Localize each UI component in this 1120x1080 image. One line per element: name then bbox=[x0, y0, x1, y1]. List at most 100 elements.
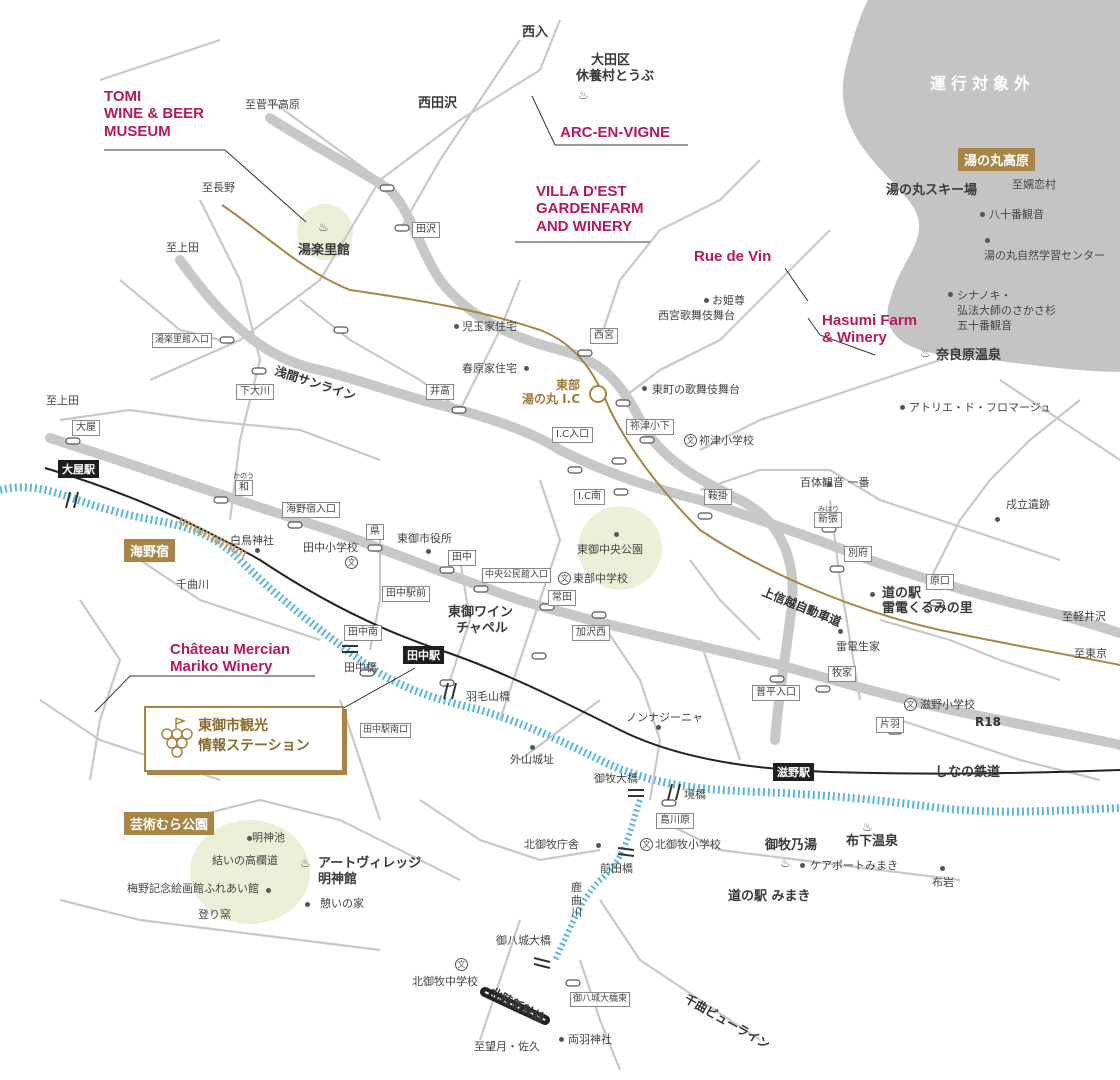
bus-stop-shinbari[interactable]: 新張 bbox=[814, 512, 842, 528]
place-nunoiwa[interactable]: 布岩 bbox=[932, 876, 954, 889]
winery-arc-en-vigne[interactable]: ARC-EN-VIGNE bbox=[560, 124, 671, 141]
place-to-karuizawa: 至軽井沢 bbox=[1062, 610, 1106, 623]
place-nishimiya-kabuki[interactable]: 西宮歌舞伎舞台 bbox=[658, 309, 735, 322]
bus-stop-mimaki-ohashi-higashi[interactable]: 御八城大橋東 bbox=[570, 992, 631, 1007]
bus-stop-yurakuri-iriguchi[interactable]: 湯楽里館入口 bbox=[152, 333, 213, 348]
place-to-sugadaira: 至菅平高原 bbox=[245, 98, 300, 111]
place-art-village-2[interactable]: 明神館 bbox=[318, 872, 358, 887]
kanou-furigana: かのう bbox=[233, 472, 254, 480]
bus-stop-kurakake[interactable]: 鞍掛 bbox=[704, 489, 732, 505]
bus-stop-ken[interactable]: 県 bbox=[366, 524, 384, 540]
place-shinanoki[interactable]: シナノキ・ bbox=[957, 289, 1012, 302]
unnojuku-tag: 海野宿 bbox=[124, 539, 176, 562]
place-umeno-museum[interactable]: 梅野記念絵画館ふれあい館 bbox=[127, 882, 259, 895]
poi-dot bbox=[614, 532, 619, 537]
bus-stop-tanaka-minami[interactable]: 田中南 bbox=[344, 625, 382, 641]
place-sakasasugi[interactable]: 弘法大師のさかさ杉 bbox=[957, 304, 1056, 317]
bus-stop-shimookawa[interactable]: 下大川 bbox=[236, 384, 274, 400]
place-sotoyama-castle[interactable]: 外山城址 bbox=[510, 753, 554, 766]
winery-tomi-museum[interactable]: TOMI WINE & BEER MUSEUM bbox=[104, 88, 205, 140]
joshinetsu-expressway bbox=[221, 204, 1120, 666]
place-ryoha-shrine[interactable]: 両羽神社 bbox=[568, 1033, 612, 1046]
bus-stop-nishimiya[interactable]: 西宮 bbox=[590, 328, 618, 344]
station-oya[interactable]: 大屋駅 bbox=[58, 460, 99, 478]
place-ota-ku: 大田区 bbox=[591, 53, 631, 68]
station-shigeno[interactable]: 滋野駅 bbox=[773, 763, 814, 781]
bus-stop-futatsubaira-iriguchi[interactable]: 普平入口 bbox=[752, 685, 800, 701]
poi-dot bbox=[827, 482, 832, 487]
poi-dot bbox=[656, 725, 661, 730]
bus-stop-makiie[interactable]: 牧家 bbox=[828, 666, 856, 682]
tourist-info-station[interactable]: 東御市観光情報ステーション bbox=[144, 706, 344, 772]
bus-stop-tokoda[interactable]: 常田 bbox=[548, 590, 576, 606]
place-gojuban-kannon[interactable]: 五十番観音 bbox=[957, 319, 1012, 332]
bus-stop-chuo-kominkan[interactable]: 中央公民館入口 bbox=[482, 568, 552, 583]
school-icon: 文 bbox=[455, 958, 468, 971]
place-tomi-city-hall[interactable]: 東御市役所 bbox=[397, 532, 452, 545]
bus-stop-oya[interactable]: 大屋 bbox=[72, 420, 100, 436]
place-yui-koranmichi[interactable]: 結いの高欄道 bbox=[212, 854, 278, 867]
place-jutatsu-iseki[interactable]: 戌立遺跡 bbox=[1006, 498, 1050, 511]
place-ohime-son[interactable]: お姫尊 bbox=[712, 294, 745, 307]
poi-dot bbox=[870, 592, 875, 597]
place-hakeyama-bridge: 羽毛山橋 bbox=[466, 690, 510, 703]
bus-stop-shimakawara[interactable]: 島川原 bbox=[656, 813, 694, 829]
bus-stop-befu[interactable]: 別府 bbox=[844, 546, 872, 562]
place-shizen-center[interactable]: 湯の丸自然学習センター bbox=[984, 249, 1105, 262]
bus-stop-tanaka[interactable]: 田中 bbox=[448, 550, 476, 566]
bus-stop-kataba[interactable]: 片羽 bbox=[876, 717, 904, 733]
place-kitamimaki-office[interactable]: 北御牧庁舎 bbox=[524, 838, 579, 851]
place-hachijuban-kannon[interactable]: 八十番観音 bbox=[989, 208, 1044, 221]
winery-villa-dest[interactable]: VILLA D'EST GARDENFARM AND WINERY bbox=[536, 183, 644, 235]
bus-stop-tanaka-eki-mae[interactable]: 田中駅前 bbox=[382, 586, 430, 602]
bus-stop-ic-iriguchi[interactable]: I.C入口 bbox=[552, 427, 594, 443]
place-shiratori-shrine[interactable]: 白鳥神社 bbox=[230, 534, 274, 547]
place-myojin-pond[interactable]: 明神池 bbox=[252, 831, 285, 844]
unnojuku-hatch bbox=[178, 516, 247, 559]
bus-stop-kazawa-nishi[interactable]: 加沢西 bbox=[572, 625, 610, 641]
bus-stop-tanaka-eki-minamiguchi[interactable]: 田中駅南口 bbox=[360, 723, 412, 738]
place-to-mochizuki: 至望月・佐久 bbox=[474, 1040, 540, 1053]
place-tomi-wine-chapel-1[interactable]: 東御ワイン bbox=[448, 605, 514, 620]
winery-chateau-mercian[interactable]: Château Mercian Mariko Winery bbox=[170, 641, 291, 676]
place-michinoeki-raiden-2[interactable]: 雷電くるみの里 bbox=[882, 601, 973, 616]
poi-dot bbox=[980, 212, 985, 217]
place-tomi-wine-chapel-2[interactable]: チャペル bbox=[456, 621, 508, 636]
bus-stop-kanou[interactable]: 和 bbox=[235, 480, 253, 496]
bus-stop-tazawa[interactable]: 田沢 bbox=[412, 222, 440, 238]
bus-stop-igaki[interactable]: 井高 bbox=[426, 384, 454, 400]
winery-rue-de-vin[interactable]: Rue de Vin bbox=[694, 248, 772, 265]
place-nunoshita-onsen[interactable]: 布下温泉 bbox=[846, 834, 899, 849]
place-narahara-onsen[interactable]: 奈良原温泉 bbox=[936, 348, 1002, 363]
place-to-tsumagoi: 至嬬恋村 bbox=[1012, 178, 1056, 191]
place-maeda-bridge: 前田橋 bbox=[600, 862, 633, 875]
place-kasuhara-house[interactable]: 春原家住宅 bbox=[462, 362, 517, 375]
place-raiden-seika[interactable]: 雷電生家 bbox=[836, 640, 880, 653]
place-nonna-jinya[interactable]: ノンナジーニャ bbox=[626, 711, 703, 724]
local-roads bbox=[39, 19, 1120, 1071]
place-atelier-fromage[interactable]: アトリエ・ド・フロマージュ bbox=[909, 401, 1052, 414]
place-yunomaru-ski[interactable]: 湯の丸スキー場 bbox=[886, 183, 978, 198]
place-art-village-1[interactable]: アートヴィレッジ bbox=[318, 856, 422, 871]
place-tomi-chuo-park[interactable]: 東御中央公園 bbox=[577, 543, 643, 556]
winery-hasumi-farm[interactable]: Hasumi Farm & Winery bbox=[822, 312, 918, 347]
place-careport-mimaki[interactable]: ケアポートみまき bbox=[810, 859, 898, 872]
place-michinoeki-mimaki[interactable]: 道の駅 みまき bbox=[728, 889, 811, 904]
bus-stop-nezu-shoshita[interactable]: 祢津小下 bbox=[626, 419, 674, 435]
place-ikoi-no-ie[interactable]: 憩いの家 bbox=[320, 897, 364, 910]
station-tanaka[interactable]: 田中駅 bbox=[403, 646, 444, 664]
place-higashimachi-kabuki[interactable]: 東町の歌舞伎舞台 bbox=[652, 383, 740, 396]
bus-stop-haraguchi[interactable]: 原口 bbox=[926, 574, 954, 590]
poi-dot bbox=[530, 745, 535, 750]
place-hyakutai-kannon[interactable]: 百体観音 一番 bbox=[800, 476, 870, 489]
place-noborigama[interactable]: 登り窯 bbox=[198, 908, 231, 921]
bus-stop-ic-minami[interactable]: I.C南 bbox=[574, 489, 606, 505]
place-nishitazawa: 西田沢 bbox=[418, 96, 458, 111]
place-mimakinoyu[interactable]: 御牧乃湯 bbox=[765, 838, 818, 853]
place-kodama-house[interactable]: 児玉家住宅 bbox=[462, 320, 517, 333]
school-icon: 文 bbox=[684, 434, 697, 447]
place-michinoeki-raiden-1[interactable]: 道の駅 bbox=[882, 586, 922, 601]
place-yurakurikan[interactable]: 湯楽里館 bbox=[298, 243, 351, 258]
bus-stop-unnojuku-iriguchi[interactable]: 海野宿入口 bbox=[282, 502, 340, 518]
